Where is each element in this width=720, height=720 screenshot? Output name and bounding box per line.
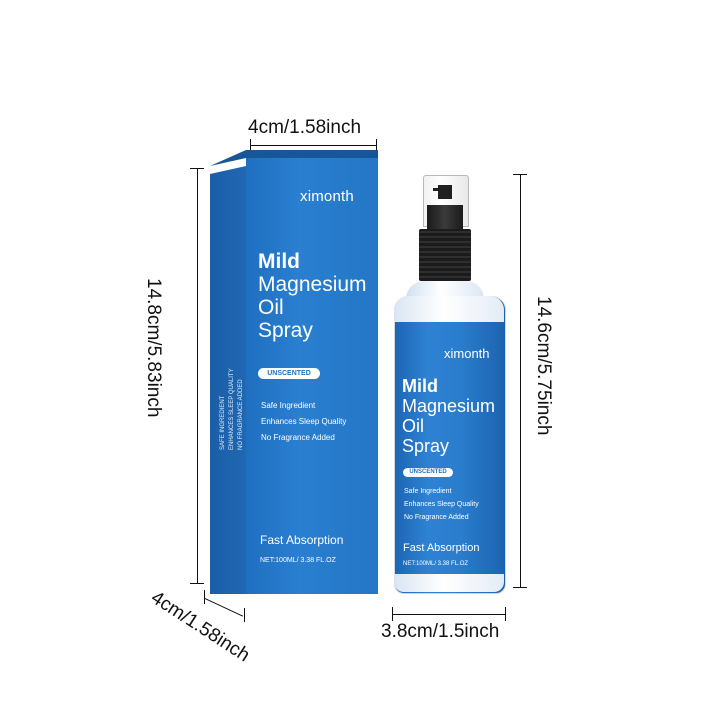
box-height-tick-top [190, 168, 204, 169]
bottle-collar [419, 229, 471, 281]
box-features: Safe Ingredient Enhances Sleep Quality N… [261, 398, 346, 446]
bottle-unscented-badge: UNSCENTED [403, 468, 453, 477]
bottle-feature-2: Enhances Sleep Quality [404, 501, 479, 508]
bottle-neck [406, 281, 484, 299]
box-title-line-4: Spray [258, 319, 313, 342]
box-feature-2: Enhances Sleep Quality [261, 417, 347, 426]
bottle-height-tick-bottom [513, 587, 527, 588]
box-side-line-3: NO FRAGRANCE ADDED [238, 379, 244, 450]
box-width-tick-right [376, 139, 377, 152]
box-side-line-2: ENHANCES SLEEP QUALITY [229, 368, 235, 450]
box-width-tick-left [250, 139, 251, 152]
box-depth-tick-right [244, 608, 245, 622]
box-side-line-1: SAFE INGREDIENT [220, 395, 226, 450]
box-net-volume: NET:100ML/ 3.38 FL.OZ [260, 557, 336, 564]
bottle-nozzle [438, 185, 452, 199]
bottle-features: Safe Ingredient Enhances Sleep Quality N… [404, 485, 479, 524]
bottle-feature-3: No Fragrance Added [404, 514, 469, 521]
box-feature-3: No Fragrance Added [261, 433, 335, 442]
bottle-width-tick-left [392, 607, 393, 621]
bottle-title-line-1: Mild [402, 376, 438, 396]
bottle-net-volume: NET:100ML/ 3.38 FL.OZ [403, 561, 469, 567]
box-unscented-badge: UNSCENTED [258, 368, 320, 379]
bottle-width-line [392, 614, 506, 615]
box-product-title: Mild Magnesium Oil Spray [258, 250, 378, 342]
bottle-shoulder [394, 296, 504, 322]
bottle-height-tick-top [513, 174, 527, 175]
box-feature-1: Safe Ingredient [261, 401, 316, 410]
box-title-line-3: Oil [258, 296, 284, 319]
bottle-pump [427, 205, 463, 229]
bottle-title-line-4: Spray [402, 436, 450, 456]
bottle-tagline: Fast Absorption [403, 542, 480, 554]
bottle-brand-logo: ximonth [444, 346, 490, 361]
box-height-line [197, 168, 198, 584]
box-height-tick-bottom [190, 583, 204, 584]
box-width-line [250, 145, 377, 146]
bottle-base [394, 574, 504, 592]
bottle-width-label: 3.8cm/1.5inch [381, 621, 500, 642]
bottle-title-line-2: Magnesium [402, 396, 496, 416]
box-tagline: Fast Absorption [260, 533, 344, 547]
box-title-line-1: Mild [258, 250, 300, 273]
box-brand-logo: ximonth [300, 188, 354, 205]
bottle-width-tick-right [505, 607, 506, 621]
box-width-label: 4cm/1.58inch [248, 117, 362, 138]
bottle-title-line-3: Oil [402, 416, 424, 436]
box-depth-tick-left [204, 590, 205, 604]
bottle-body [394, 296, 506, 594]
bottle-nozzle-tip [433, 188, 438, 191]
bottle-height-line [520, 174, 521, 588]
bottle-product-title: Mild Magnesium Oil Spray [402, 376, 502, 456]
bottle-feature-1: Safe Ingredient [404, 488, 452, 495]
box-side-face [210, 166, 246, 594]
box-title-line-2: Magnesium [258, 273, 367, 296]
box-side-text: SAFE INGREDIENT ENHANCES SLEEP QUALITY N… [210, 330, 246, 470]
